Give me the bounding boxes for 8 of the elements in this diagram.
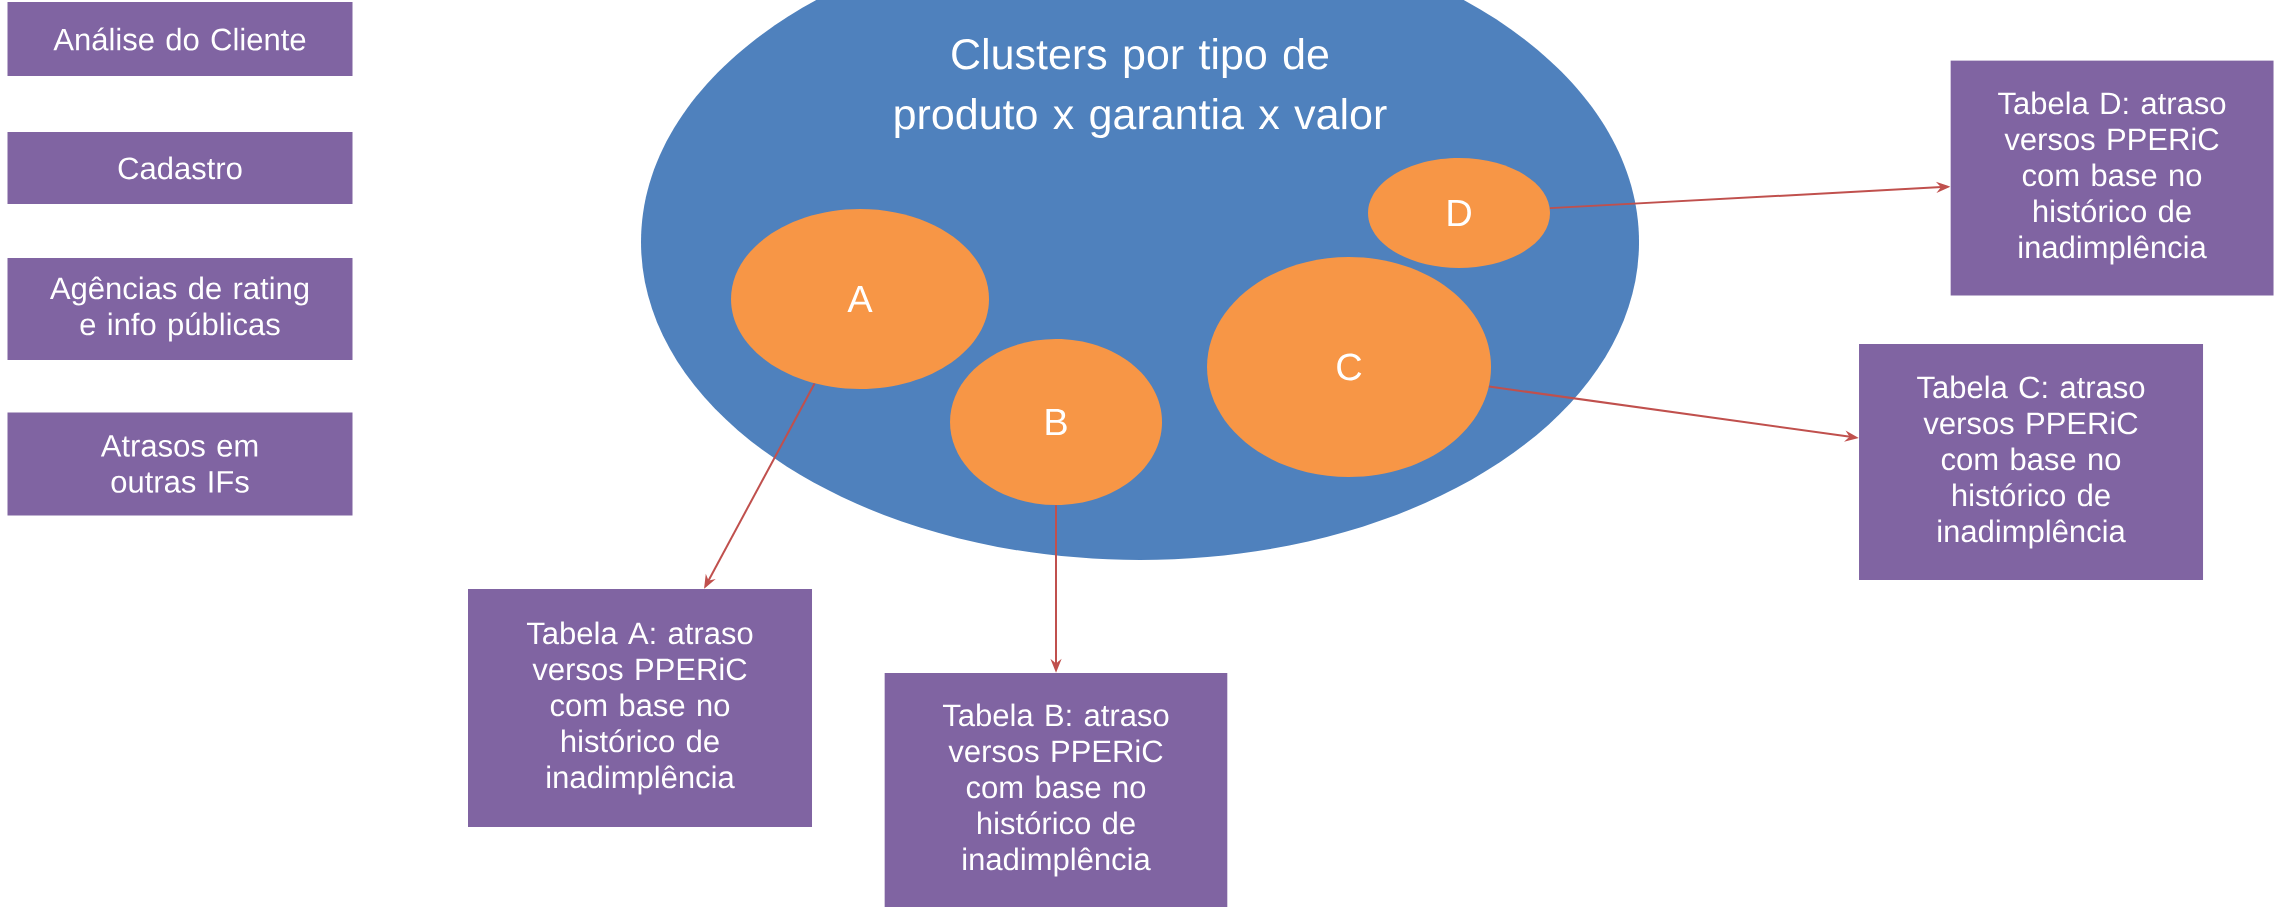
process-box: Análise do Cliente bbox=[7, 2, 353, 76]
process-box: Agências de rating e info públicas bbox=[7, 258, 353, 360]
process-box: Atrasos em outras IFs bbox=[7, 412, 353, 516]
process-box: Tabela A: atraso versos PPERiC com base no histórico de inadimplência bbox=[468, 589, 812, 827]
process-box: Tabela D: atraso versos PPERiC com base no histórico de inadimplência bbox=[1950, 60, 2274, 296]
process-box: Cadastro bbox=[7, 132, 353, 204]
process-box: Tabela B: atraso versos PPERiC com base no histórico de inadimplência bbox=[884, 673, 1228, 907]
process-box: Tabela C: atraso versos PPERiC com base no histórico de inadimplência bbox=[1859, 344, 2204, 580]
